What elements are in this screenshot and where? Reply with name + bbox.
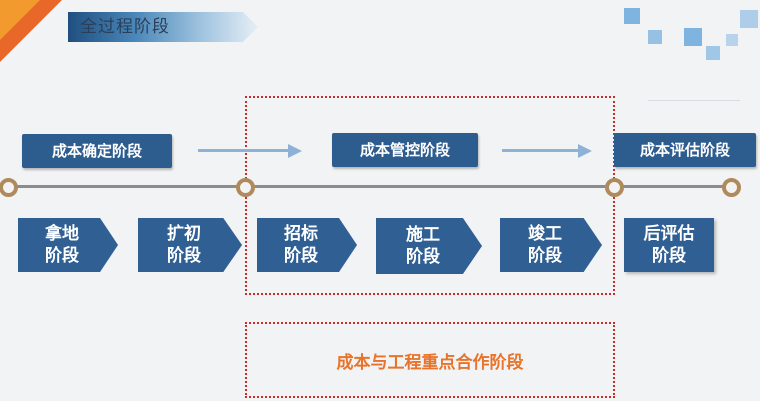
flow-arrow-head xyxy=(288,144,302,158)
flow-arrow-shaft xyxy=(502,149,580,152)
phase-label: 阶段 xyxy=(406,247,440,267)
cooperation-label: 成本与工程重点合作阶段 xyxy=(336,353,524,373)
stage-cost-determination: 成本确定阶段 xyxy=(22,134,172,168)
stage-cost-control: 成本管控阶段 xyxy=(332,133,478,167)
phase-label: 招标 xyxy=(284,224,318,244)
phase-land-acquisition: 拿地 阶段 xyxy=(18,218,118,272)
phase-preliminary-design: 扩初 阶段 xyxy=(138,218,242,272)
phase-tender: 招标 阶段 xyxy=(257,218,357,272)
phase-label: 扩初 xyxy=(167,224,201,244)
phase-label: 阶段 xyxy=(652,246,686,266)
timeline-node xyxy=(722,178,741,197)
decor-square xyxy=(624,8,640,24)
phase-label: 竣工 xyxy=(528,224,562,244)
cooperation-region xyxy=(245,322,615,398)
flow-arrow-head xyxy=(578,144,592,158)
timeline xyxy=(6,185,730,188)
flow-arrow-shaft xyxy=(198,149,290,152)
phase-post-evaluation: 后评估 阶段 xyxy=(624,218,714,272)
stage-cost-evaluation: 成本评估阶段 xyxy=(614,133,756,167)
phase-label: 拿地 xyxy=(45,224,79,244)
phase-label: 阶段 xyxy=(284,246,318,266)
phase-construction: 施工 阶段 xyxy=(376,218,482,274)
phase-label: 阶段 xyxy=(167,246,201,266)
decor-square xyxy=(684,28,702,46)
timeline-node xyxy=(0,178,18,197)
phase-label: 后评估 xyxy=(643,224,695,244)
decor-square xyxy=(648,30,662,44)
phase-label: 施工 xyxy=(406,225,440,245)
phase-completion: 竣工 阶段 xyxy=(500,218,602,272)
decor-square xyxy=(740,10,758,28)
phase-label: 阶段 xyxy=(528,246,562,266)
title-banner xyxy=(68,12,258,42)
timeline-node xyxy=(605,178,624,197)
corner-decoration-inner xyxy=(0,0,40,40)
timeline-node xyxy=(236,178,255,197)
decor-square xyxy=(706,46,720,60)
decor-square xyxy=(726,34,738,46)
decor-line xyxy=(648,100,740,101)
phase-label: 阶段 xyxy=(45,246,79,266)
page-title: 全过程阶段 xyxy=(80,17,170,37)
